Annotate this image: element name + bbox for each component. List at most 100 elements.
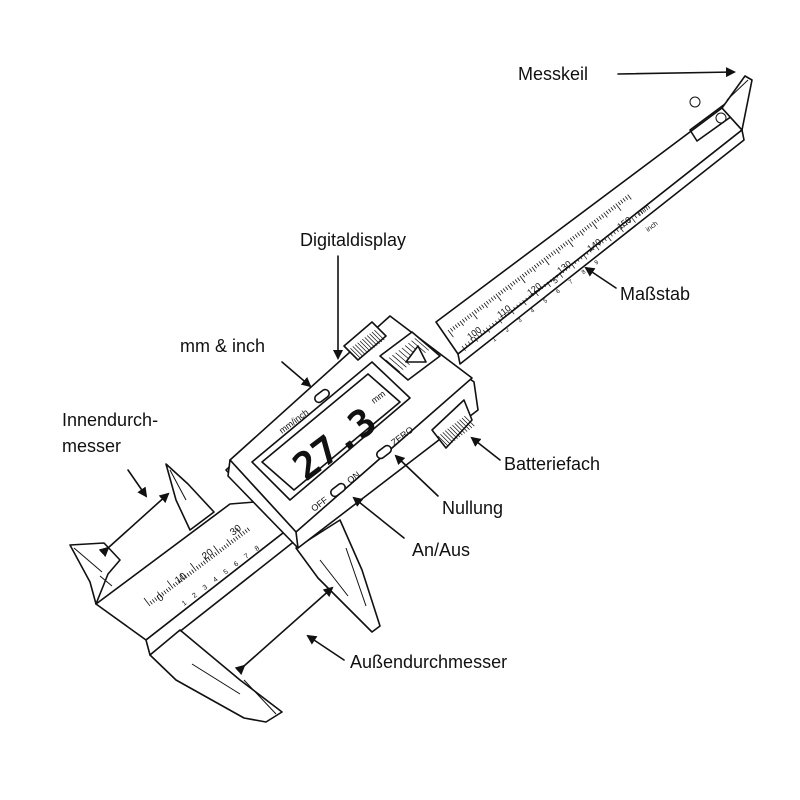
scale-tick [625, 222, 628, 226]
arrow-icon [352, 496, 405, 539]
scale-tick [212, 553, 216, 558]
scale-tick [612, 205, 617, 209]
scale-tick [598, 242, 601, 246]
label-batteriefach: Batteriefach [470, 436, 600, 474]
arrow-icon [470, 436, 501, 461]
scale-tick [203, 556, 209, 563]
scale-tick [172, 583, 176, 588]
scale-tick [479, 332, 483, 335]
scale-tick [540, 286, 543, 290]
scale-tick [474, 309, 478, 314]
label-nullung: Nullung [394, 454, 503, 518]
scale-tick [577, 232, 581, 236]
scale-tick [154, 597, 158, 602]
scale-tick [589, 223, 593, 227]
knurl-line [452, 424, 463, 436]
knurl-line [444, 430, 456, 441]
scale-tick [447, 329, 454, 338]
scale-tick [605, 210, 609, 215]
scale-tick [213, 545, 220, 554]
scale-tick [601, 240, 604, 244]
scale-tick [462, 318, 466, 323]
scale-tick [537, 288, 540, 292]
scale-tick [572, 235, 576, 240]
scale-tick [482, 329, 486, 333]
label-an-aus: An/Aus [352, 496, 470, 560]
scale-tick [223, 544, 227, 549]
scale-tick [548, 253, 552, 258]
scale-tick [495, 320, 498, 324]
scale-tick [161, 592, 165, 596]
display-housing: 27.3 mm mm/inch ZERO OFF ON [225, 315, 479, 549]
knurl-line [385, 359, 401, 373]
scale-tick [550, 252, 554, 256]
scale-tick [486, 300, 490, 305]
label-mm-inch-text: mm & inch [180, 336, 265, 356]
scale-tick [202, 560, 206, 565]
lcd-screen [261, 373, 401, 491]
knurl-line [449, 426, 461, 438]
scale-tick [188, 571, 193, 575]
scale-tick [497, 291, 502, 296]
jaw-scale-number: 0 [155, 592, 166, 604]
scale-tick [634, 215, 638, 219]
label-massstab-text: Maßstab [620, 284, 690, 304]
scale-tick [219, 548, 223, 553]
label-batteriefach-text: Batteriefach [504, 454, 600, 474]
scale-tick [151, 599, 155, 603]
knurl-line [357, 342, 368, 354]
knurl-line [352, 346, 364, 357]
arrow-icon [281, 361, 312, 388]
lock-button[interactable] [379, 331, 441, 381]
knurl-line [362, 338, 373, 350]
scale-tick [517, 277, 521, 282]
scale-tick [483, 302, 488, 308]
vernier-digit: 2 [504, 327, 511, 334]
scale-tick [525, 297, 528, 301]
scale-tick [143, 597, 151, 607]
outer-jaw-fixed [149, 629, 283, 723]
knurl-line [456, 421, 468, 432]
scale-tick [198, 564, 202, 568]
scale-tick [598, 216, 602, 220]
thumb-wheel[interactable] [343, 321, 387, 361]
scale-tick [507, 311, 510, 315]
scale-tick [165, 588, 169, 593]
scale-tick [507, 284, 512, 290]
arrow-icon [127, 469, 148, 498]
scale-tick [481, 304, 485, 309]
scale-tick [564, 268, 568, 271]
scale-tick [533, 264, 537, 269]
scale-tick [627, 194, 632, 200]
vernier-digit: 4 [530, 307, 537, 314]
scale-tick [560, 244, 564, 249]
scale-tick [583, 254, 588, 260]
knurl-line [354, 344, 366, 355]
scale-tick [452, 326, 456, 330]
scale-tick [476, 334, 480, 338]
scale-tick [488, 299, 492, 303]
scale-tick [168, 586, 172, 591]
knurl-line [369, 333, 380, 344]
scale-tick [545, 255, 549, 260]
vernier-digit: 4 [212, 576, 219, 584]
scale-tick [512, 281, 516, 285]
scale-tick [607, 236, 612, 242]
scale-tick [531, 293, 534, 297]
scale-tick [619, 226, 624, 233]
scale-tick [524, 271, 528, 276]
scale-tick [209, 555, 213, 560]
knurl-line [347, 349, 359, 361]
depth-rod [721, 75, 753, 131]
scale-tick [516, 304, 519, 308]
scale-tick [521, 273, 525, 278]
outer-jaw-slider [295, 519, 381, 633]
scale-tick [186, 572, 190, 577]
scale-tick [490, 297, 494, 301]
scale-tick [543, 284, 547, 287]
scale-tick [526, 270, 530, 274]
scale-tick [502, 288, 506, 292]
scale-tick [617, 201, 621, 206]
